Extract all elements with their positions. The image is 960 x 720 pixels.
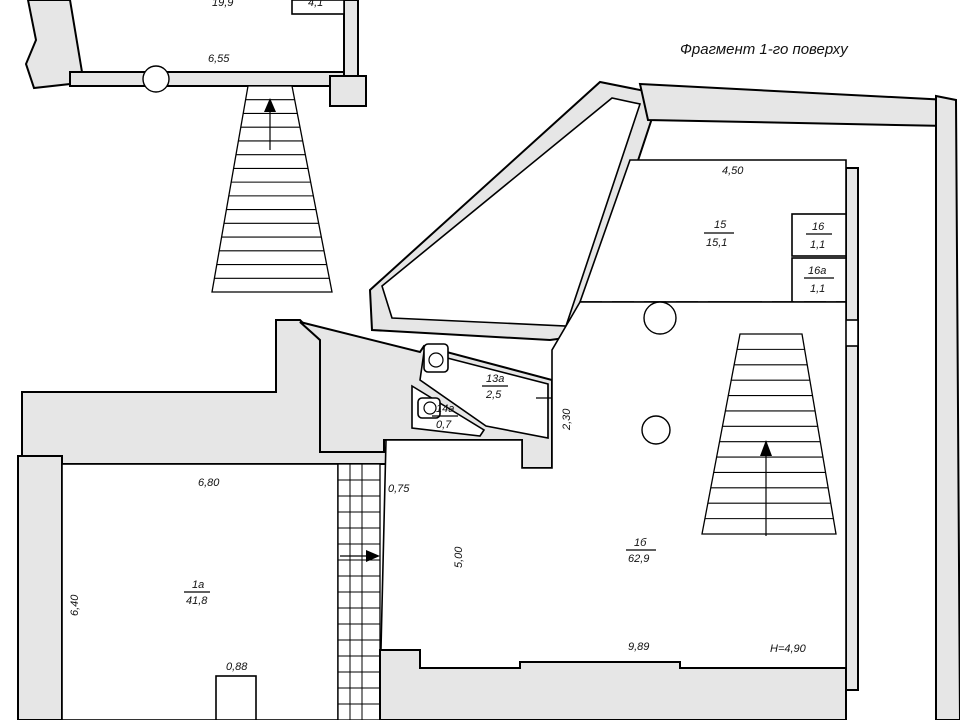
- room-1b-id: 1б: [634, 537, 647, 549]
- room-16-box: [791, 213, 847, 257]
- upper-wing: [24, 0, 367, 107]
- upper-room-area: 19,9: [212, 0, 233, 9]
- room-13a-area: [419, 351, 549, 439]
- toilet-bowl-13a: [428, 352, 444, 368]
- room-1b-area: 62,9: [628, 553, 649, 565]
- upper-column: [142, 65, 170, 93]
- room-14a-id: 14a: [436, 403, 454, 415]
- dim-450: 4,50: [722, 165, 744, 177]
- upper-pier: [329, 75, 367, 107]
- upper-right-wall: [343, 0, 359, 85]
- room-16a-area: 1,1: [810, 283, 825, 295]
- corridor-stair: [337, 463, 381, 720]
- hall-column-1: [643, 301, 677, 335]
- room-14a-area: 0,7: [436, 419, 452, 431]
- plan-title: Фрагмент 1-го поверху: [680, 41, 849, 58]
- upper-stair-arrow-head: [264, 98, 276, 112]
- upper-closet: [291, 0, 345, 15]
- dim-075: 0,75: [388, 483, 410, 495]
- dim-088: 0,88: [226, 661, 248, 673]
- dim-230: 2,30: [561, 408, 573, 431]
- corridor-stair-arrow-head: [366, 550, 380, 562]
- room-1a-id: 1a: [192, 579, 204, 591]
- dim-680: 6,80: [198, 477, 220, 489]
- dim-640: 6,40: [69, 594, 81, 616]
- room-1a-area: 41,8: [186, 595, 208, 607]
- upper-staircase: [211, 85, 333, 293]
- top-right-wall: [638, 82, 949, 128]
- right-wing: [578, 94, 960, 720]
- room-15-id: 15: [714, 219, 727, 231]
- main-stair-outline: [701, 333, 837, 535]
- toilet-fixture-14a: [417, 397, 441, 419]
- main-stair-arrow-head: [760, 440, 772, 456]
- room-16-area: 1,1: [810, 239, 825, 251]
- door-jamb-088: [215, 675, 257, 720]
- labels: Фрагмент 1-го поверху 19,9 4,1 6,55 4,50…: [69, 0, 849, 673]
- room-13a-id: 13a: [486, 373, 504, 385]
- left-outer-wall: [17, 455, 63, 720]
- room-15-area: 15,1: [706, 237, 727, 249]
- room-13a-area: 2,5: [485, 389, 502, 401]
- hall-bottom-wall: [379, 649, 847, 720]
- room-16-id: 16: [812, 221, 825, 233]
- room-16a-id: 16a: [808, 265, 826, 277]
- upper-stair-outline: [211, 85, 333, 293]
- upper-left-diagonal-wall: [24, 0, 84, 90]
- dim-500: 5,00: [453, 546, 465, 568]
- diagonal-inner-room: [381, 97, 642, 327]
- toilet-fixture-13a: [423, 343, 449, 373]
- toilet-bowl-14a: [423, 401, 437, 415]
- upper-room-id-partial: 4,1: [308, 0, 323, 9]
- height-note: H=4,90: [770, 643, 807, 655]
- right-inner-wall: [845, 167, 859, 691]
- hall-column-2: [641, 415, 671, 445]
- central-wing: [368, 80, 949, 342]
- main-hall: [379, 301, 847, 720]
- toilet-block: [299, 321, 562, 469]
- dim-655: 6,55: [208, 53, 230, 65]
- upper-bottom-wall: [69, 71, 357, 87]
- right-outer-wall: [935, 94, 960, 720]
- dim-989: 9,89: [628, 641, 649, 653]
